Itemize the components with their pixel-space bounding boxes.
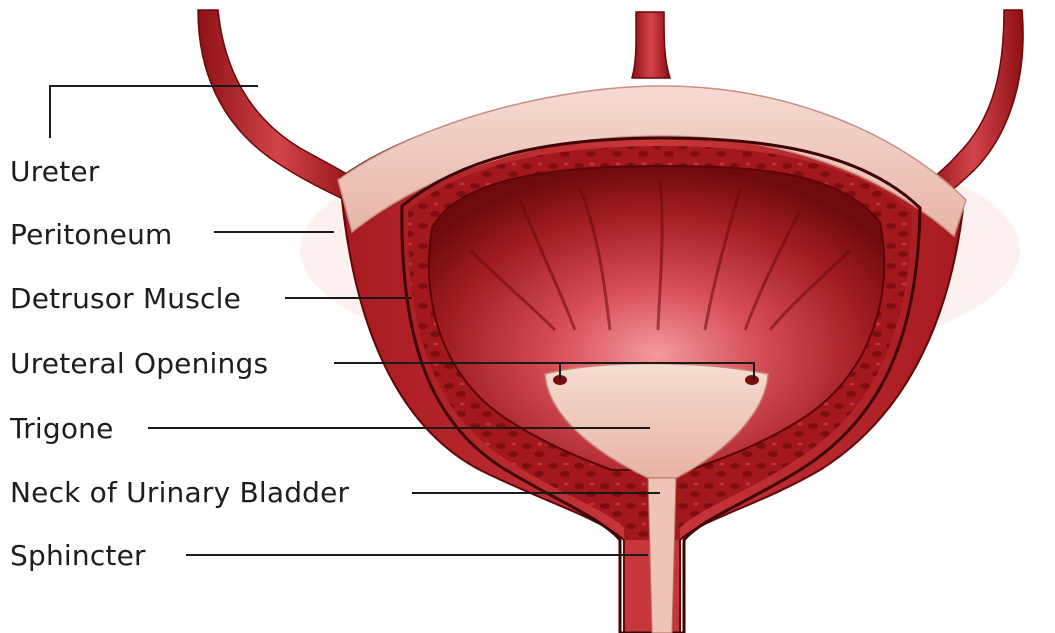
label-ureter: Ureter xyxy=(10,155,100,189)
label-ureteral-openings: Ureteral Openings xyxy=(10,347,268,381)
urethra-lumen xyxy=(648,478,676,633)
label-detrusor-muscle: Detrusor Muscle xyxy=(10,282,241,316)
right-ureter xyxy=(924,10,1023,202)
label-sphincter: Sphincter xyxy=(10,539,146,573)
label-peritoneum: Peritoneum xyxy=(10,218,173,252)
left-ureter xyxy=(198,10,360,200)
right-ureteral-opening xyxy=(745,375,759,385)
label-trigone: Trigone xyxy=(10,412,114,446)
label-neck-of-urinary-bladder: Neck of Urinary Bladder xyxy=(10,476,349,510)
urachus xyxy=(632,12,670,78)
